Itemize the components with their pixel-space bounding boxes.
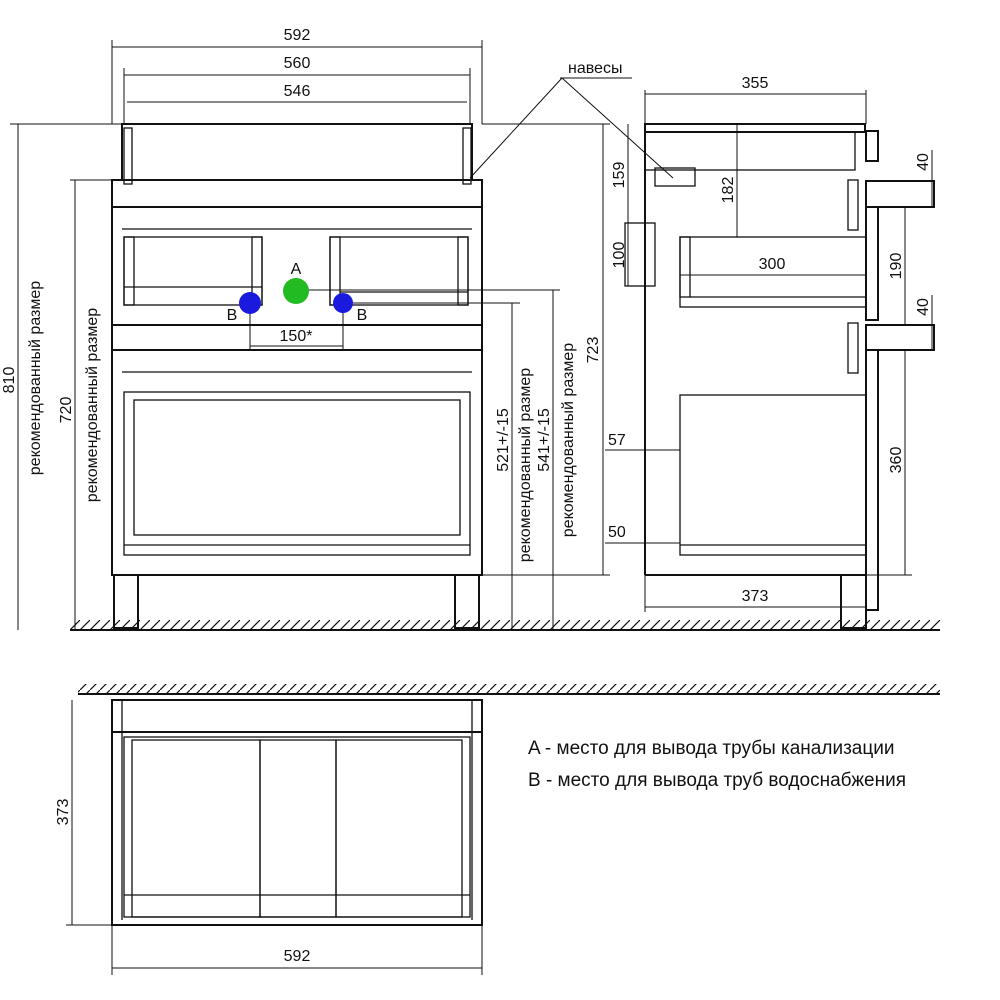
floor-line xyxy=(70,620,940,631)
dim-723: 723 xyxy=(482,123,610,576)
marker-b-label: B xyxy=(357,307,368,324)
wall-line xyxy=(78,684,940,695)
side-view xyxy=(624,123,935,629)
dim-label: 373 xyxy=(742,588,769,605)
supply-pipe xyxy=(865,180,935,208)
marker-b-label: B xyxy=(227,307,238,324)
dim-546: 546 xyxy=(127,83,467,103)
dim-521: 521+/-15 рекомендованный размер xyxy=(343,302,534,630)
dim-541: 541+/-15 рекомендованный размер xyxy=(296,289,577,630)
dim-label: 521+/-15 xyxy=(495,408,512,472)
hinges-callout: навесы xyxy=(469,60,674,179)
drain-pipe xyxy=(865,324,935,351)
top-view xyxy=(111,699,483,926)
dim-label: 592 xyxy=(284,27,311,44)
dim-label: 592 xyxy=(284,948,311,965)
dim-label: 159 xyxy=(611,162,628,189)
legend-a: A - место для вывода трубы канализации xyxy=(528,738,894,759)
rec-label: рекомендованный размер xyxy=(517,368,534,562)
dim-720: 720 рекомендованный размер xyxy=(58,179,112,630)
dim-label: 40 xyxy=(915,153,932,171)
dim-label: 723 xyxy=(585,337,602,364)
dim-label: 810 xyxy=(1,367,18,394)
rec-label: рекомендованный размер xyxy=(84,308,101,502)
dim-150: 150* xyxy=(249,303,344,350)
dim-label: 541+/-15 xyxy=(536,408,553,472)
dim-label: 546 xyxy=(284,83,311,100)
dim-label: 720 xyxy=(58,397,75,424)
dim-300: 300 xyxy=(680,256,866,276)
dim-label: 50 xyxy=(608,524,626,541)
legend-b: B - место для вывода труб водоснабжения xyxy=(528,770,906,791)
dim-810: 810 рекомендованный размер xyxy=(1,123,122,630)
dim-label: 560 xyxy=(284,55,311,72)
dim-label: 355 xyxy=(742,75,769,92)
dim-592-bottom: 592 xyxy=(111,925,483,975)
marker-a-label: A xyxy=(291,261,302,278)
dim-182: 182 xyxy=(720,124,738,237)
dim-560: 560 xyxy=(123,55,471,124)
dim-label: 182 xyxy=(720,177,737,204)
dim-label: 57 xyxy=(608,432,626,449)
dim-label: 300 xyxy=(759,256,786,273)
dim-190: 190 xyxy=(888,207,906,325)
dim-label: 40 xyxy=(915,298,932,316)
drain-outlet-marker xyxy=(283,278,309,304)
dim-100: 100 xyxy=(611,223,629,286)
supply-outlet-marker-right xyxy=(333,293,353,313)
dim-373-side: 373 xyxy=(644,575,867,612)
hinges-label: навесы xyxy=(568,60,622,77)
dim-50: 50 xyxy=(605,524,680,544)
dim-57: 57 xyxy=(605,432,680,451)
dim-159: 159 xyxy=(611,124,629,223)
supply-outlet-marker-left xyxy=(239,292,261,314)
dim-355: 355 xyxy=(644,75,867,124)
rec-label: рекомендованный размер xyxy=(560,343,577,537)
dim-label: 190 xyxy=(888,253,905,280)
rec-label: рекомендованный размер xyxy=(27,281,44,475)
front-view xyxy=(111,123,483,629)
dim-label: 360 xyxy=(888,447,905,474)
dim-label: 373 xyxy=(55,799,72,826)
dim-360: 360 xyxy=(866,350,912,576)
dim-373-top: 373 xyxy=(55,700,112,926)
dim-40-top: 40 xyxy=(915,150,933,207)
dim-label: 100 xyxy=(611,242,628,269)
dim-label: 150* xyxy=(280,328,313,345)
dim-40-bottom: 40 xyxy=(915,295,933,350)
dim-592-top: 592 xyxy=(111,27,483,124)
